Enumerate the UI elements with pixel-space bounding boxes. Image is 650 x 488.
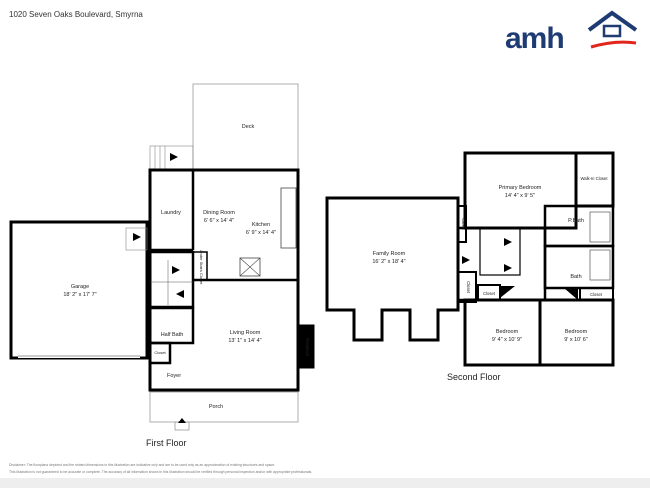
label-closet-a: Closet — [461, 218, 466, 231]
label-foyer: Foyer — [167, 373, 181, 379]
bedroom-b-walls — [538, 298, 615, 367]
first-floor-title: First Floor — [146, 438, 187, 448]
label-garage-dims: 18' 2" x 17' 7" — [63, 292, 96, 298]
disclaimer-line-2: This illustration is not guaranteed to b… — [9, 470, 313, 474]
label-porch: Porch — [209, 404, 223, 410]
label-bedroom-a-dims: 9' 4" x 10' 9" — [492, 337, 522, 343]
label-bedroom-a: Bedroom — [496, 329, 519, 335]
disclaimer-line-1: Disclaimer: The floorplans depicted and … — [9, 463, 276, 467]
label-closet-first: Closet — [154, 350, 166, 355]
label-family-dims: 16' 2" x 18' 4" — [372, 259, 405, 265]
amh-logo: amh — [505, 10, 640, 55]
stairs-block — [148, 250, 195, 309]
property-address: 1020 Seven Oaks Boulevard, Smyrna — [9, 10, 143, 19]
label-half-bath: Half Bath — [161, 332, 184, 338]
label-primary-dims: 14' 4" x 9' 5" — [505, 193, 535, 199]
label-living-room: Living Room — [230, 330, 261, 336]
label-kitchen: Kitchen — [252, 222, 270, 228]
label-under-stairs-closet: Under Stairs Closet — [199, 250, 204, 286]
label-primary-bedroom: Primary Bedroom — [499, 185, 542, 191]
label-dining-dims: 6' 6" x 14' 4" — [204, 218, 234, 224]
label-walk-in-closet: Walk-In Closet — [580, 176, 608, 181]
label-dining-room: Dining Room — [203, 210, 235, 216]
bath-walls — [543, 244, 615, 290]
label-closet-d: Closet — [590, 292, 603, 297]
first-floor-plan — [9, 83, 315, 431]
second-floor-title: Second Floor — [447, 372, 501, 382]
label-laundry: Laundry — [161, 210, 181, 216]
house-roof-icon — [587, 10, 638, 49]
stair-arrows-second-floor — [462, 238, 578, 300]
label-bedroom-b-dims: 9' x 10' 6" — [564, 337, 588, 343]
label-garage: Garage — [71, 284, 89, 290]
label-family-room: Family Room — [373, 251, 406, 257]
footer-bar — [0, 478, 650, 488]
label-bath: Bath — [570, 274, 581, 280]
garage-walls — [9, 220, 149, 360]
label-closet-b: Closet — [466, 281, 471, 294]
family-room-walls — [325, 196, 460, 342]
label-kitchen-dims: 6' 9" x 14' 4" — [246, 230, 276, 236]
label-pbath: P.Bath — [568, 218, 584, 224]
logo-text: amh — [505, 22, 565, 55]
stair-arrows-first-floor — [133, 153, 186, 423]
label-fireplace: Fireplace — [305, 338, 310, 357]
label-bedroom-b: Bedroom — [565, 329, 588, 335]
label-living-dims: 13' 1" x 14' 4" — [228, 338, 261, 344]
label-deck: Deck — [242, 124, 255, 130]
label-closet-c: Closet — [483, 291, 496, 296]
